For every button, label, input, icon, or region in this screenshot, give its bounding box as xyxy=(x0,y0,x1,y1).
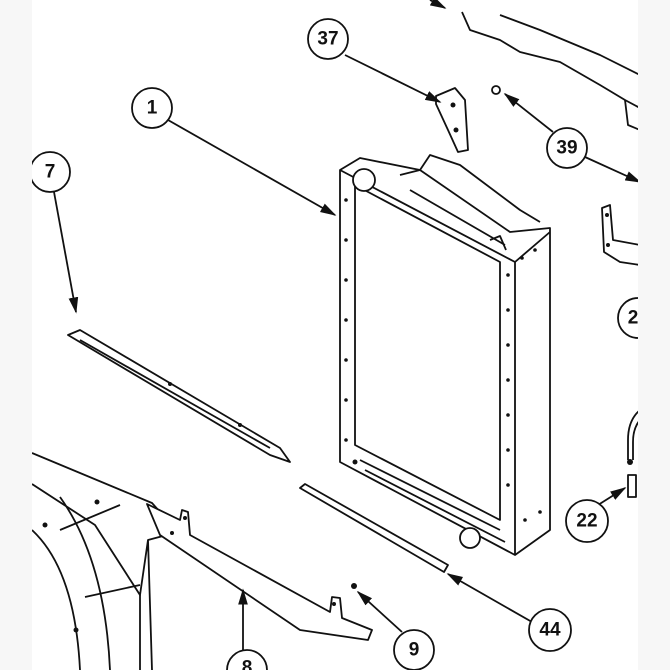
callout-37: 37 xyxy=(307,18,349,60)
callout-9-label: 9 xyxy=(409,640,420,661)
seal-strip-7 xyxy=(67,329,291,463)
upper-bracket xyxy=(429,0,638,131)
callout-22-label: 22 xyxy=(576,511,597,532)
callout-9: 9 xyxy=(393,629,435,670)
callout-7: 7 xyxy=(32,151,71,193)
bracket-37 xyxy=(435,87,469,153)
fan-shroud xyxy=(32,452,179,670)
seal-strip-44 xyxy=(299,483,449,573)
callout-1-label: 1 xyxy=(147,98,158,119)
fitting-22 xyxy=(627,410,638,498)
callout-1: 1 xyxy=(131,87,173,129)
right-bracket xyxy=(601,204,638,266)
leader-arrows xyxy=(53,54,638,650)
callout-22: 22 xyxy=(565,499,609,543)
callout-37-label: 37 xyxy=(317,29,338,50)
callout-44: 44 xyxy=(528,608,572,652)
bracket-8 xyxy=(146,503,373,641)
callout-8-label: 8 xyxy=(242,658,253,670)
callout-2-label: 2 xyxy=(628,308,639,329)
callout-2: 2 xyxy=(617,297,639,339)
callout-39-label: 39 xyxy=(556,138,577,159)
callout-8: 8 xyxy=(226,649,268,670)
callout-7-label: 7 xyxy=(45,162,56,183)
callout-44-label: 44 xyxy=(539,620,561,641)
screw-9 xyxy=(351,583,357,589)
radiator-1 xyxy=(339,154,551,556)
callout-39: 39 xyxy=(546,127,588,169)
screw-39 xyxy=(491,85,501,95)
